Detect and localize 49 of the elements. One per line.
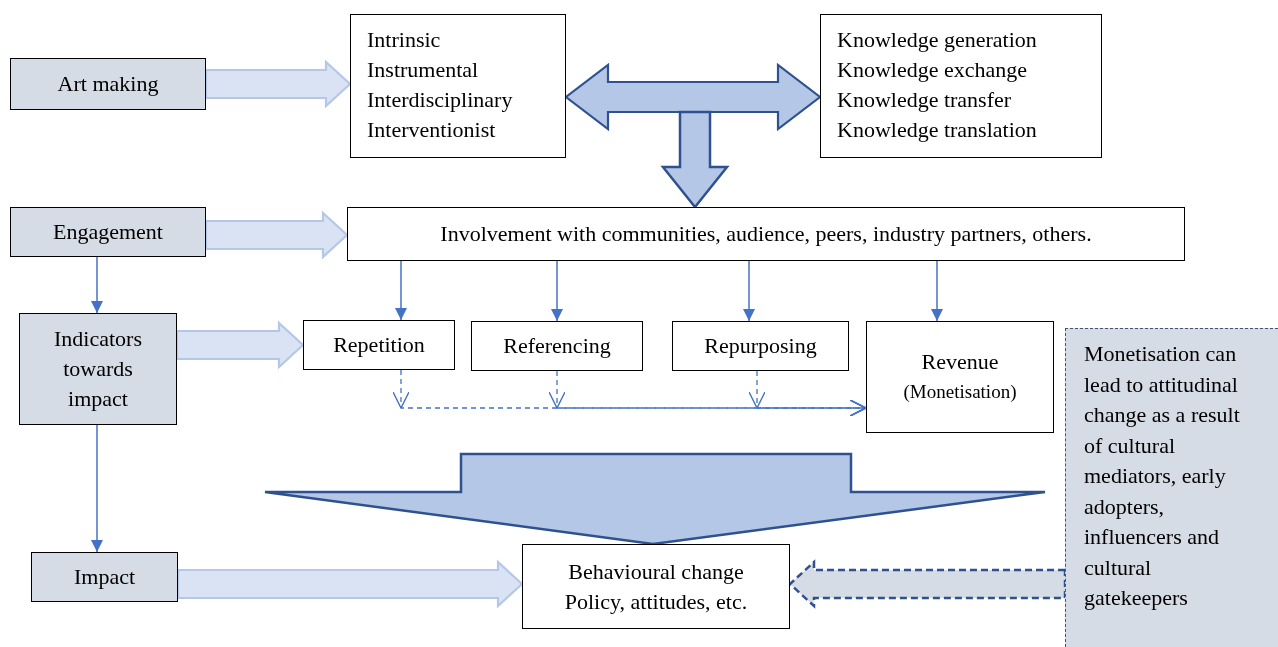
- block-arrow: [788, 559, 1067, 609]
- node-text: Knowledge translation: [837, 116, 1037, 144]
- arrow: [551, 260, 563, 322]
- node-text: Interdisciplinary: [367, 86, 513, 114]
- node-text: Interventionist: [367, 116, 496, 144]
- dashed-arrow: [749, 370, 867, 416]
- label-box: [31, 552, 178, 602]
- node-text: Knowledge transfer: [837, 86, 1012, 114]
- node-text: Engagement: [53, 218, 163, 246]
- node-text: (Monetisation): [903, 380, 1017, 404]
- process-box: [347, 207, 1185, 261]
- process-box: [471, 321, 643, 371]
- node-text: Involvement with communities, audience, peers, industry partners, others.: [440, 220, 1092, 248]
- block-arrow: [660, 110, 730, 209]
- list-box: [350, 14, 566, 158]
- node-text: Knowledge exchange: [837, 56, 1027, 84]
- block-arrow: [176, 559, 524, 609]
- node-text: Indicators towards impact: [53, 325, 143, 413]
- label-box: [10, 58, 206, 110]
- node-text: Monetisation can lead to attitudinal change as a result of cultural mediators, early adopters, influencers and cultural gatekeepers: [1084, 340, 1241, 612]
- node-text: Revenue: [921, 348, 999, 376]
- process-box: [866, 321, 1054, 433]
- node-text: Referencing: [503, 332, 611, 360]
- list-box: [820, 14, 1102, 158]
- node-text: Repetition: [333, 331, 425, 359]
- node-text: Instrumental: [367, 56, 479, 84]
- block-arrow: [175, 320, 305, 370]
- process-box: [522, 544, 790, 629]
- node-text: Behavioural change: [568, 557, 744, 586]
- node-text: Intrinsic: [367, 26, 441, 54]
- node-text: Repurposing: [704, 332, 817, 360]
- node-text: Art making: [57, 70, 159, 98]
- arrow: [395, 260, 407, 321]
- label-box: [19, 313, 177, 425]
- label-box: [10, 207, 206, 257]
- node-text: Policy, attitudes, etc.: [564, 587, 748, 616]
- arrow: [931, 260, 943, 322]
- arrow: [91, 256, 103, 314]
- process-box: [303, 320, 455, 370]
- block-arrow: [263, 452, 1047, 546]
- process-box: [672, 321, 849, 371]
- double-block-arrow: [564, 62, 822, 132]
- arrow: [91, 424, 103, 553]
- block-arrow: [204, 59, 352, 109]
- node-text: Knowledge generation: [837, 26, 1037, 54]
- node-text: Impact: [73, 563, 136, 591]
- block-arrow: [204, 210, 349, 260]
- note-box: [1065, 328, 1278, 647]
- arrow: [743, 260, 755, 322]
